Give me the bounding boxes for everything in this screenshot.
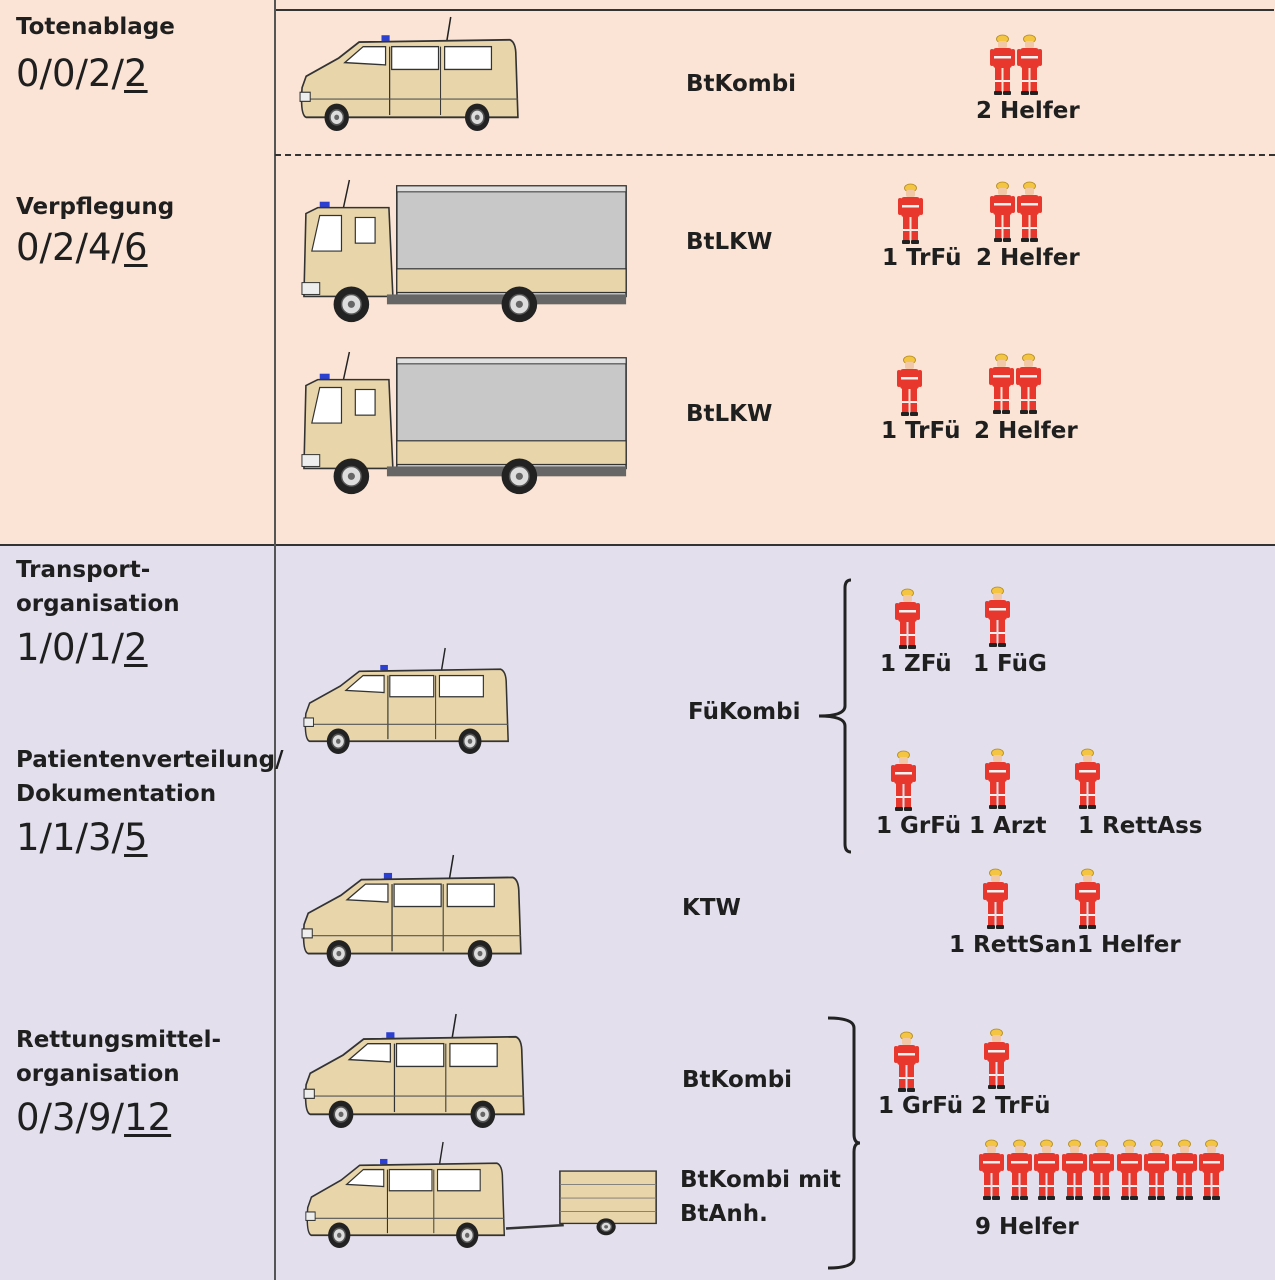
dashed-separator — [275, 154, 1275, 156]
person-icon — [1198, 1139, 1225, 1201]
column-divider — [274, 0, 276, 1280]
person-icon — [984, 748, 1011, 810]
unit-name-totenablage: Totenablage — [16, 14, 175, 40]
person-icon — [1143, 1139, 1170, 1201]
person-icon — [1061, 1139, 1088, 1201]
vehicle-btanh-trailer-icon — [505, 1166, 660, 1242]
personnel-label: 1 ZFü — [880, 651, 952, 677]
group-brace-right — [827, 1016, 861, 1270]
person-icon — [1116, 1139, 1143, 1201]
person-icon — [1033, 1139, 1060, 1201]
personnel-label: 1 TrFü — [881, 418, 961, 444]
vehicle-btlkw-1-icon — [298, 179, 634, 328]
personnel-label: 1 Arzt — [969, 813, 1047, 839]
frame-top-line — [274, 9, 1274, 11]
personnel-label: 1 RettSan — [949, 932, 1077, 958]
vehicle-btkombi-2-icon — [302, 1013, 528, 1128]
person-icon — [1016, 181, 1043, 243]
personnel-label: 2 Helfer — [976, 98, 1080, 124]
vehicle-btlkw-2-icon — [298, 351, 634, 500]
personnel-label: 1 FüG — [973, 651, 1047, 677]
unit-code-rettungsmittel: 0/3/9/12 — [16, 1096, 172, 1139]
person-icon — [894, 588, 921, 650]
unit-name-patientenverteilung: Patientenverteilung/Dokumentation — [16, 747, 284, 807]
person-icon — [890, 750, 917, 812]
person-icon — [1088, 1139, 1115, 1201]
vehicle-label-btlkw-2: BtLKW — [686, 401, 773, 427]
person-icon — [1171, 1139, 1198, 1201]
unit-code-verpflegung: 0/2/4/6 — [16, 226, 148, 269]
vehicle-label-btkombi-1: BtKombi — [686, 71, 797, 97]
unit-name-verpflegung: Verpflegung — [16, 194, 175, 220]
person-icon — [983, 1028, 1010, 1090]
personnel-label: 1 TrFü — [882, 245, 962, 271]
personnel-label: 1 GrFü — [876, 813, 962, 839]
unit-name-transport: Transport-organisation — [16, 557, 180, 617]
vehicle-ktw-icon — [300, 854, 525, 967]
vehicle-btkombi-1-icon — [298, 16, 522, 131]
vehicle-label-ktw: KTW — [682, 895, 741, 921]
person-icon — [1006, 1139, 1033, 1201]
section-top — [0, 0, 1275, 546]
unit-name-rettungsmittel: Rettungsmittel-organisation — [16, 1027, 222, 1087]
person-icon — [897, 183, 924, 245]
personnel-label: 1 RettAss — [1078, 813, 1203, 839]
vehicle-btkombi-3-icon — [304, 1141, 508, 1248]
vehicle-label-btlkw-1: BtLKW — [686, 229, 773, 255]
person-icon — [1074, 748, 1101, 810]
vehicle-fuekombi-icon — [302, 647, 512, 754]
personnel-label: 1 Helfer — [1077, 932, 1181, 958]
personnel-label: 2 TrFü — [971, 1093, 1051, 1119]
person-icon — [1074, 868, 1101, 930]
person-icon — [1015, 353, 1042, 415]
person-icon — [896, 355, 923, 417]
personnel-label: 1 GrFü — [878, 1093, 964, 1119]
personnel-label: 2 Helfer — [976, 245, 1080, 271]
personnel-label: 2 Helfer — [974, 418, 1078, 444]
group-brace-left — [818, 578, 852, 854]
person-icon — [984, 586, 1011, 648]
person-icon — [989, 34, 1016, 96]
person-icon — [982, 868, 1009, 930]
unit-code-totenablage: 0/0/2/2 — [16, 52, 148, 95]
person-icon — [989, 181, 1016, 243]
person-icon — [988, 353, 1015, 415]
unit-code-transport: 1/0/1/2 — [16, 626, 148, 669]
person-icon — [893, 1031, 920, 1093]
person-icon — [1016, 34, 1043, 96]
personnel-label: 9 Helfer — [975, 1214, 1079, 1240]
vehicle-label-btkombi-2: BtKombi — [682, 1067, 793, 1093]
vehicle-label-fuekombi: FüKombi — [688, 699, 801, 725]
person-icon — [978, 1139, 1005, 1201]
unit-code-patientenverteilung: 1/1/3/5 — [16, 816, 148, 859]
